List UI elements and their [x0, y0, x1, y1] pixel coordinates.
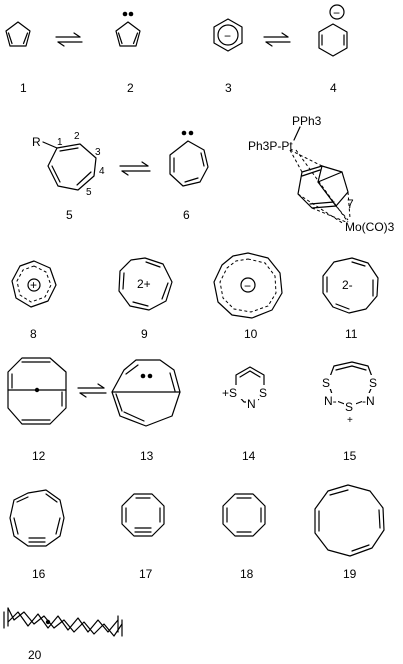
label-17: 17 [139, 567, 153, 581]
label-4: 4 [330, 81, 337, 95]
structure-7: PPh3 Ph3P-Pt 7 Mo(CO)3 [248, 114, 395, 234]
structure-13 [111, 359, 181, 427]
charge-9: 2+ [137, 277, 151, 291]
atom-s: S [322, 376, 330, 390]
carbene-dot [188, 130, 194, 136]
structure-19 [314, 484, 385, 557]
atom-pph3: PPh3 [292, 114, 322, 128]
label-16: 16 [32, 567, 46, 581]
structure-10: − [213, 252, 283, 319]
label-11: 11 [345, 327, 358, 341]
equilibrium-arrow-5-6 [119, 161, 151, 176]
equilibrium-arrow-12-13 [77, 383, 107, 398]
atom-ph3ppt: Ph3P-Pt [248, 139, 293, 153]
structure-17 [121, 493, 165, 537]
label-8: 8 [30, 327, 37, 341]
label-5: 5 [66, 208, 73, 222]
structure-9: 2+ [118, 257, 173, 311]
atom-mo: Mo(CO)3 [345, 220, 395, 234]
charge-11: 2- [342, 278, 353, 292]
atom-s-plus: +S [222, 386, 237, 400]
structure-11: 2- [322, 257, 379, 314]
equilibrium-arrow-1-2 [55, 32, 83, 47]
label-12: 12 [32, 449, 46, 463]
structure-14: +S N S [222, 366, 270, 411]
structure-6 [169, 130, 209, 187]
position-2: 2 [74, 131, 80, 142]
label-14: 14 [242, 449, 256, 463]
charge-3: − [224, 29, 231, 43]
center-dot [45, 619, 51, 625]
structure-2 [115, 11, 141, 47]
carbene-dot [147, 373, 153, 379]
structure-3: − [213, 18, 243, 52]
structure-4: − [318, 4, 348, 57]
label-3: 3 [225, 81, 232, 95]
label-6: 6 [183, 208, 190, 222]
charge-8: + [30, 278, 37, 292]
label-1: 1 [20, 81, 27, 95]
label-2: 2 [127, 81, 134, 95]
structure-8: + [11, 260, 57, 308]
label-18: 18 [240, 567, 254, 581]
atom-s: S [369, 376, 377, 390]
carbene-dot [122, 11, 128, 17]
label-7: 7 [347, 197, 354, 211]
position-4: 4 [99, 166, 105, 177]
label-19: 19 [343, 567, 357, 581]
carbene-dot [181, 130, 187, 136]
structure-20 [3, 607, 123, 637]
charge-15: + [347, 415, 353, 426]
label-9: 9 [141, 327, 148, 341]
atom-n: N- [324, 394, 337, 408]
bridge-dot [34, 387, 40, 393]
atom-n: N [247, 397, 256, 411]
position-3: 3 [95, 147, 101, 158]
carbene-dot [128, 11, 134, 17]
structure-18 [222, 493, 266, 537]
atom-s: S [259, 386, 267, 400]
position-1: 1 [57, 137, 63, 148]
structure-1 [5, 21, 31, 47]
label-15: 15 [343, 449, 357, 463]
structure-12 [7, 357, 67, 425]
charge-4: − [333, 6, 340, 20]
structure-16 [9, 489, 65, 547]
position-5: 5 [86, 187, 92, 198]
equilibrium-arrow-3-4 [263, 32, 291, 47]
carbene-dot [140, 373, 146, 379]
charge-10: − [244, 279, 251, 293]
label-20: 20 [28, 648, 42, 662]
atom-r: R [32, 135, 41, 149]
label-13: 13 [140, 449, 154, 463]
structure-5: R 1 2 3 4 5 [32, 131, 105, 198]
atom-n: -N [362, 394, 375, 408]
atom-s: S [345, 400, 353, 414]
structure-15: S S N- S -N + [320, 361, 382, 426]
label-10: 10 [244, 327, 258, 341]
